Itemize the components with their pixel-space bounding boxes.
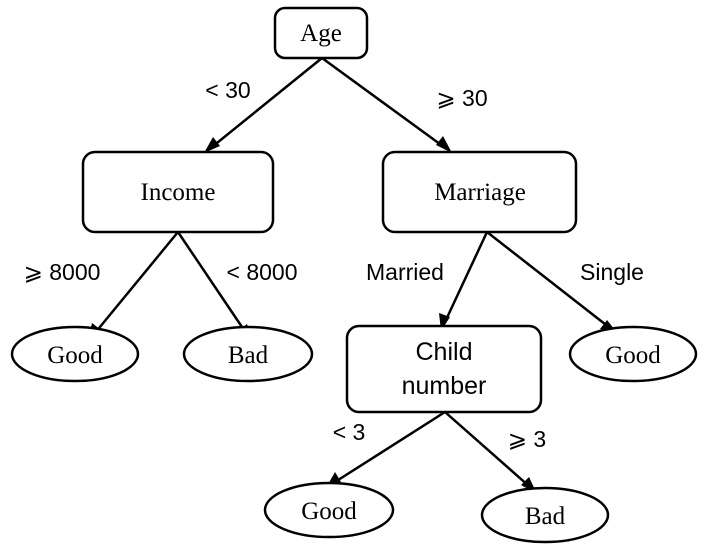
leaf-child-low-good: Good [263, 481, 395, 539]
arrowhead-income [204, 137, 220, 153]
edge-label-child-ge3: ⩾ 3 [508, 426, 546, 452]
edge-label-married: Married [366, 259, 444, 285]
leaf-income-high-label: Good [47, 342, 103, 369]
edge-income-to-bad [176, 231, 248, 334]
node-age-label: Age [300, 20, 342, 47]
edge-child-to-bad [444, 411, 531, 488]
edge-child-to-good [334, 410, 446, 484]
edge-label-age-ge30: ⩾ 30 [436, 85, 487, 111]
edge-label-income-ge8000: ⩾ 8000 [24, 259, 101, 285]
edge-income-to-good [94, 231, 179, 334]
edge-marriage-to-child [443, 231, 489, 323]
node-income: Income [81, 150, 275, 234]
edge-label-income-lt8000: < 8000 [227, 259, 298, 285]
node-child-number: Child number [345, 324, 543, 414]
leaf-income-high-good: Good [10, 325, 140, 383]
leaf-single-good: Good [568, 325, 698, 383]
leaf-child-high-bad: Bad [480, 486, 610, 544]
node-marriage: Marriage [381, 150, 578, 234]
arrowhead-marriage [436, 136, 452, 153]
leaf-single-label: Good [605, 342, 661, 369]
edge-label-child-lt3: < 3 [333, 419, 366, 445]
edge-marriage-to-single-good [486, 231, 611, 329]
edge-label-age-lt30: < 30 [205, 77, 250, 103]
leaf-income-low-bad: Bad [182, 325, 314, 383]
node-marriage-label: Marriage [434, 179, 526, 206]
node-age: Age [273, 6, 369, 60]
node-income-label: Income [141, 179, 216, 206]
node-child-label-line1: Child [416, 338, 473, 366]
leaf-income-low-label: Bad [228, 342, 269, 369]
leaf-child-low-label: Good [301, 498, 357, 525]
edge-label-single: Single [580, 259, 644, 285]
leaf-child-high-label: Bad [525, 503, 566, 530]
node-child-label-line2: number [402, 372, 487, 400]
edge-age-to-income [211, 57, 323, 148]
edge-age-to-marriage [321, 56, 445, 149]
